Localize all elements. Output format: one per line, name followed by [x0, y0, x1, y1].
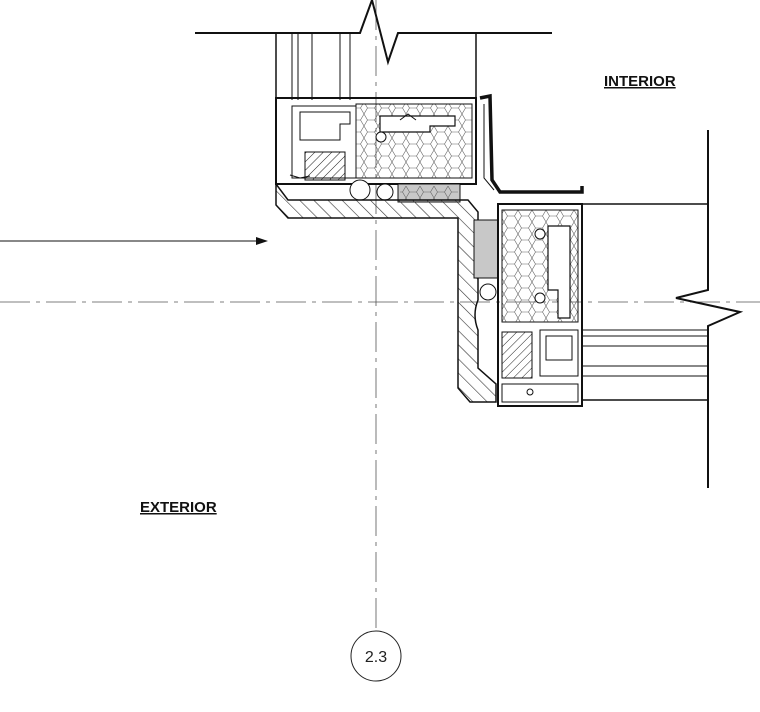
- upper-frame-unit: [275, 97, 477, 203]
- top-mullion: [195, 0, 552, 100]
- interior-label: INTERIOR: [604, 73, 676, 90]
- grid-bubble: 2.3: [350, 630, 402, 682]
- centerlines: [0, 0, 760, 632]
- grid-bubble-text: 2.3: [365, 649, 387, 666]
- lower-frame-unit: [497, 203, 583, 407]
- right-wall-glazing: [582, 130, 744, 488]
- perimeter-seal: [479, 93, 584, 194]
- direction-arrow: [0, 237, 268, 245]
- exterior-label: EXTERIOR: [140, 499, 217, 516]
- corner-cover: [275, 181, 499, 403]
